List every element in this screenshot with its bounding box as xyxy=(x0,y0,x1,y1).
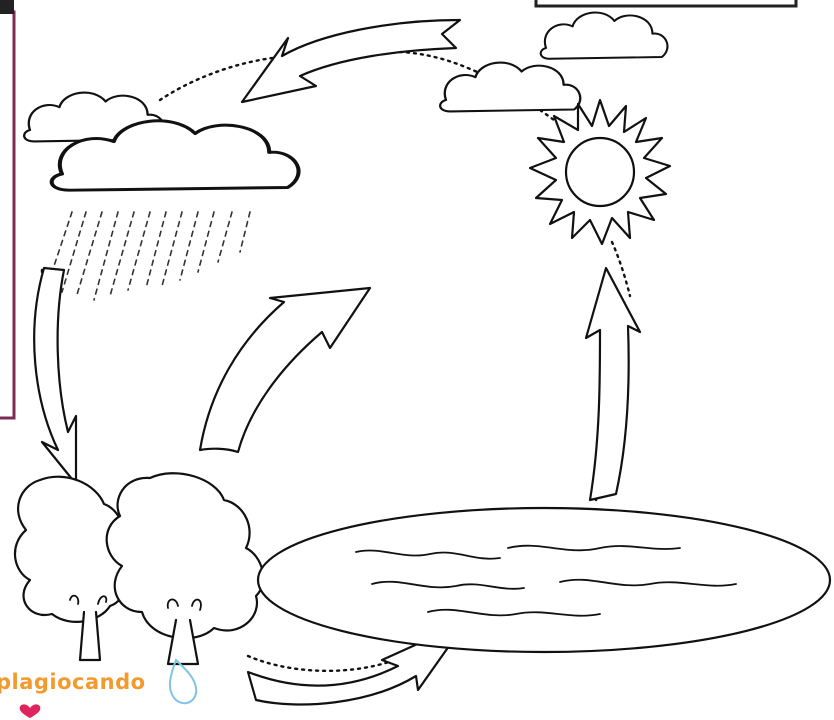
rain-drops xyxy=(51,211,251,301)
tree-icon xyxy=(13,475,127,662)
arrow-icon xyxy=(246,620,468,706)
lake-icon xyxy=(256,506,832,654)
frame-border xyxy=(0,10,16,420)
arrow-icon xyxy=(33,266,78,486)
cloud-icon xyxy=(438,61,582,113)
rain-cloud-icon xyxy=(22,91,298,301)
top-right-tab xyxy=(534,0,798,8)
water-drop-icon xyxy=(169,658,198,705)
arrow-icon xyxy=(240,18,462,104)
dotted-path-sun-down xyxy=(610,240,632,298)
tree-icon xyxy=(105,472,265,666)
cloud-icon xyxy=(539,11,669,60)
dotted-path-top-left xyxy=(158,56,274,102)
heart-icon xyxy=(19,704,41,718)
dotted-path-bottom xyxy=(246,654,397,673)
arrow-icon xyxy=(198,286,372,454)
frame-corner xyxy=(0,0,14,14)
arrow-icon xyxy=(584,266,642,502)
sun-icon xyxy=(528,98,672,246)
dotted-path-top-right xyxy=(398,50,577,142)
logo-text: plagiocando xyxy=(0,670,146,694)
